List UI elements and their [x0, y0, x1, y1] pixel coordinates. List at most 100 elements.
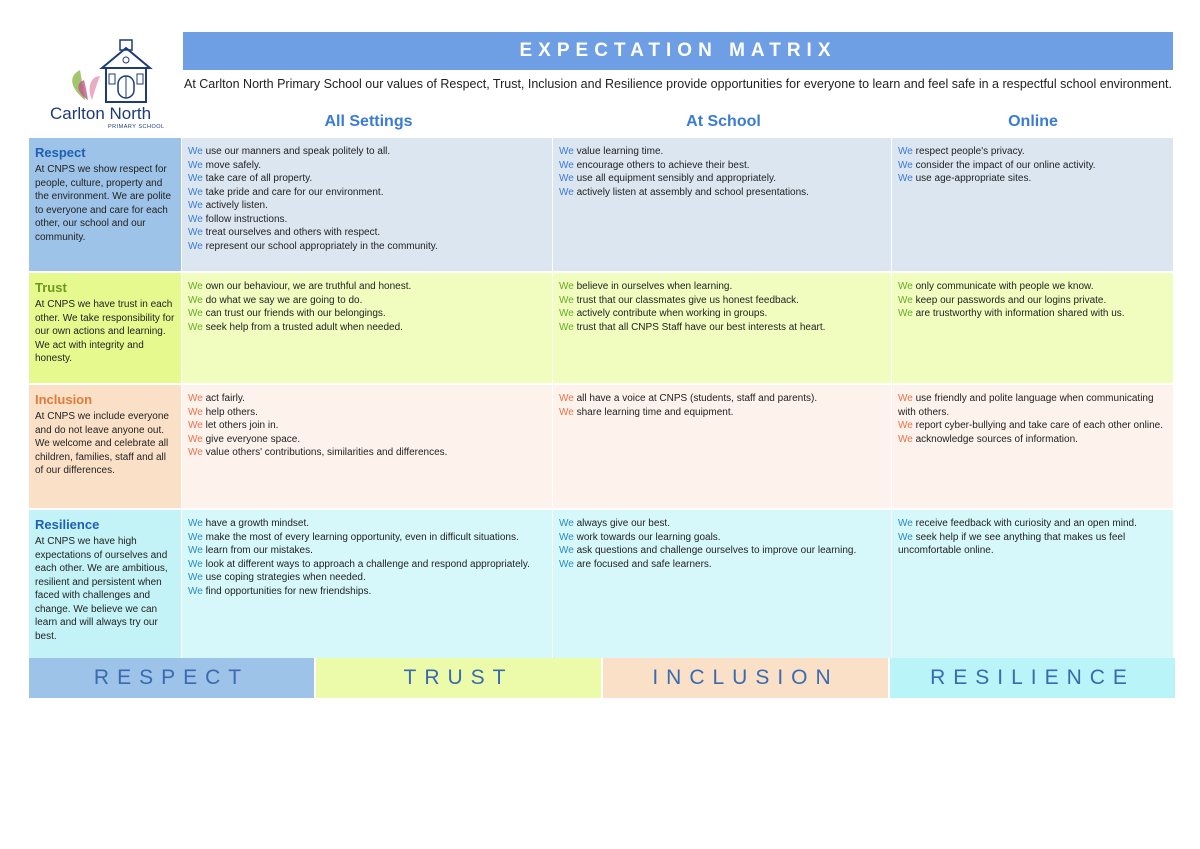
statement: We share learning time and equipment. [559, 406, 885, 420]
footer-respect: RESPECT [29, 658, 316, 698]
statement-text: report cyber-bullying and take care of e… [915, 420, 1163, 431]
we-word: We [559, 393, 574, 404]
cell-school: We all have a voice at CNPS (students, s… [553, 385, 892, 508]
school-building-icon [72, 39, 153, 103]
statement: We follow instructions. [188, 213, 546, 227]
statement-text: value others' contributions, similaritie… [205, 447, 448, 458]
column-header-at-school: At School [686, 113, 761, 130]
we-word: We [559, 173, 574, 184]
statement-text: actively listen at assembly and school p… [576, 186, 809, 198]
statement-text: all have a voice at CNPS (students, staf… [576, 393, 818, 404]
statement: We consider the impact of our online act… [898, 159, 1167, 173]
we-word: We [559, 545, 574, 556]
statement: We use all equipment sensibly and approp… [559, 172, 885, 186]
statement-text: are focused and safe learners. [576, 558, 712, 570]
statement: We report cyber-bullying and take care o… [898, 419, 1167, 433]
we-word: We [559, 294, 574, 306]
statement: We move safely. [188, 159, 546, 173]
logo-name: Carlton North [50, 104, 152, 123]
statement: We actively contribute when working in g… [559, 307, 885, 321]
we-word: We [188, 281, 203, 292]
page-title: EXPECTATION MATRIX [519, 40, 837, 61]
statement-text: use our manners and speak politely to al… [205, 146, 391, 157]
we-word: We [898, 159, 913, 171]
statement-text: value learning time. [576, 146, 664, 157]
we-word: We [559, 159, 574, 171]
statement: We trust that all CNPS Staff have our be… [559, 321, 885, 335]
cell-online: We receive feedback with curiosity and a… [892, 510, 1173, 662]
we-word: We [559, 308, 574, 319]
we-word: We [898, 281, 913, 292]
statement-text: find opportunities for new friendships. [205, 585, 372, 597]
statement: We let others join in. [188, 419, 546, 433]
statement: We keep our passwords and our logins pri… [898, 294, 1167, 308]
statement: We look at different ways to approach a … [188, 558, 546, 572]
we-word: We [188, 240, 203, 252]
we-word: We [559, 186, 574, 198]
row-description: At CNPS we have trust in each other. We … [35, 299, 175, 364]
cell-online: We respect people's privacy.We consider … [892, 138, 1173, 271]
statement-text: use age-appropriate sites. [915, 173, 1032, 184]
statement-text: use coping strategies when needed. [205, 572, 366, 583]
row-description: At CNPS we show respect for people, cult… [35, 164, 172, 243]
we-word: We [898, 433, 913, 445]
statement: We act fairly. [188, 392, 546, 406]
we-word: We [188, 420, 203, 431]
statement-text: work towards our learning goals. [576, 531, 721, 543]
statement-text: actively listen. [205, 200, 268, 211]
we-word: We [188, 531, 203, 543]
statement: We believe in ourselves when learning. [559, 280, 885, 294]
statement: We respect people's privacy. [898, 145, 1167, 159]
we-word: We [559, 518, 574, 529]
we-word: We [188, 585, 203, 597]
statement: We trust that our classmates give us hon… [559, 294, 885, 308]
statement: We use our manners and speak politely to… [188, 145, 546, 159]
statement-text: consider the impact of our online activi… [915, 159, 1096, 171]
statement-text: respect people's privacy. [915, 146, 1025, 157]
statement-text: own our behaviour, we are truthful and h… [205, 281, 412, 292]
we-word: We [898, 518, 913, 529]
statement-text: have a growth mindset. [205, 518, 309, 529]
statement: We encourage others to achieve their bes… [559, 159, 885, 173]
cell-school: We believe in ourselves when learning.We… [553, 273, 892, 383]
we-word: We [188, 558, 203, 570]
we-word: We [188, 308, 203, 319]
cell-online: We only communicate with people we know.… [892, 273, 1173, 383]
statement-text: treat ourselves and others with respect. [205, 227, 381, 238]
we-word: We [188, 159, 203, 171]
we-word: We [559, 281, 574, 292]
we-word: We [188, 518, 203, 529]
statement: We use coping strategies when needed. [188, 571, 546, 585]
we-word: We [898, 308, 913, 319]
statement-text: help others. [205, 406, 258, 418]
we-word: We [898, 146, 913, 157]
logo-subtitle: PRIMARY SCHOOL [108, 124, 165, 130]
we-word: We [188, 406, 203, 418]
statement-text: use friendly and polite language when co… [898, 393, 1154, 418]
statement-text: seek help if we see anything that makes … [898, 531, 1126, 557]
row-description: At CNPS we include everyone and do not l… [35, 411, 169, 476]
statement-text: follow instructions. [205, 213, 288, 225]
we-word: We [898, 393, 913, 404]
we-word: We [898, 531, 913, 543]
statement: We can trust our friends with our belong… [188, 307, 546, 321]
we-word: We [188, 321, 203, 333]
statement-text: believe in ourselves when learning. [576, 281, 733, 292]
statement: We are focused and safe learners. [559, 558, 885, 572]
statement-text: learn from our mistakes. [205, 545, 313, 556]
statement-text: use all equipment sensibly and appropria… [576, 173, 776, 184]
statement: We always give our best. [559, 517, 885, 531]
statement: We ask questions and challenge ourselves… [559, 544, 885, 558]
we-word: We [188, 200, 203, 211]
statement: We receive feedback with curiosity and a… [898, 517, 1167, 531]
statement-text: take pride and care for our environment. [205, 186, 384, 198]
statement-text: look at different ways to approach a cha… [205, 558, 530, 570]
we-word: We [188, 545, 203, 556]
we-word: We [559, 406, 574, 418]
statement: We own our behaviour, we are truthful an… [188, 280, 546, 294]
statement-text: represent our school appropriately in th… [205, 240, 438, 252]
